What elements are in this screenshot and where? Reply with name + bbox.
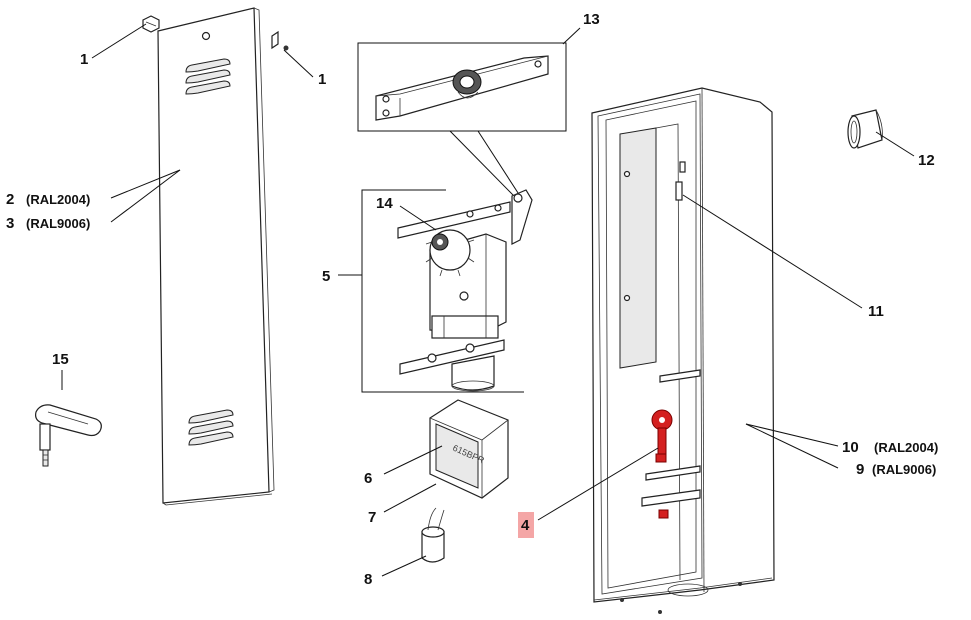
callout-9-note: (RAL9006)	[872, 462, 936, 477]
callout-2: 2	[6, 191, 14, 208]
callout-10-note: (RAL2004)	[874, 440, 938, 455]
part-1-screw	[142, 15, 160, 33]
callout-1a: 1	[80, 51, 88, 68]
callout-9: 9	[856, 461, 864, 478]
leader-7	[383, 483, 437, 513]
leader-2	[110, 169, 181, 199]
callout-2-note: (RAL2004)	[26, 192, 90, 207]
leader-1b	[283, 49, 314, 78]
callout-3: 3	[6, 215, 14, 232]
leader-1a	[91, 23, 147, 59]
leader-9	[745, 423, 839, 469]
callout-4: 4	[521, 517, 530, 534]
leader-14	[399, 205, 437, 231]
part-8-capacitor	[421, 507, 445, 563]
leader-13-link-b	[449, 130, 515, 197]
callout-15: 15	[52, 351, 69, 368]
part-4-release-lever	[651, 409, 673, 519]
callout-5: 5	[322, 268, 330, 285]
part-12-cap	[847, 109, 883, 149]
leader-10	[745, 423, 839, 447]
leader-8	[381, 555, 427, 577]
leader-12	[875, 131, 915, 157]
callout-13: 13	[583, 11, 600, 28]
leader-6	[383, 445, 443, 475]
callout-6: 6	[364, 470, 372, 487]
callout-14: 14	[376, 195, 393, 212]
leader-13	[562, 27, 581, 45]
callout-3-note: (RAL9006)	[26, 216, 90, 231]
callout-4-badge	[518, 512, 534, 538]
callout-12: 12	[918, 152, 935, 169]
callout-8: 8	[364, 571, 372, 588]
detail-box-13	[357, 42, 567, 132]
leader-4	[537, 447, 659, 521]
part-1-clip	[271, 30, 289, 51]
callout-1b: 1	[318, 71, 326, 88]
callout-7: 7	[368, 509, 376, 526]
detail-box-5	[361, 189, 533, 393]
leader-3	[110, 169, 181, 223]
part-15-handle	[35, 404, 102, 467]
part-6-motor-box: 615BPR	[429, 399, 509, 499]
leader-13-link-a	[477, 130, 521, 197]
callout-10: 10	[842, 439, 859, 456]
leader-11	[682, 194, 863, 309]
callout-11: 11	[868, 303, 884, 320]
cabinet-housing	[591, 87, 775, 614]
door-panel	[157, 7, 275, 506]
